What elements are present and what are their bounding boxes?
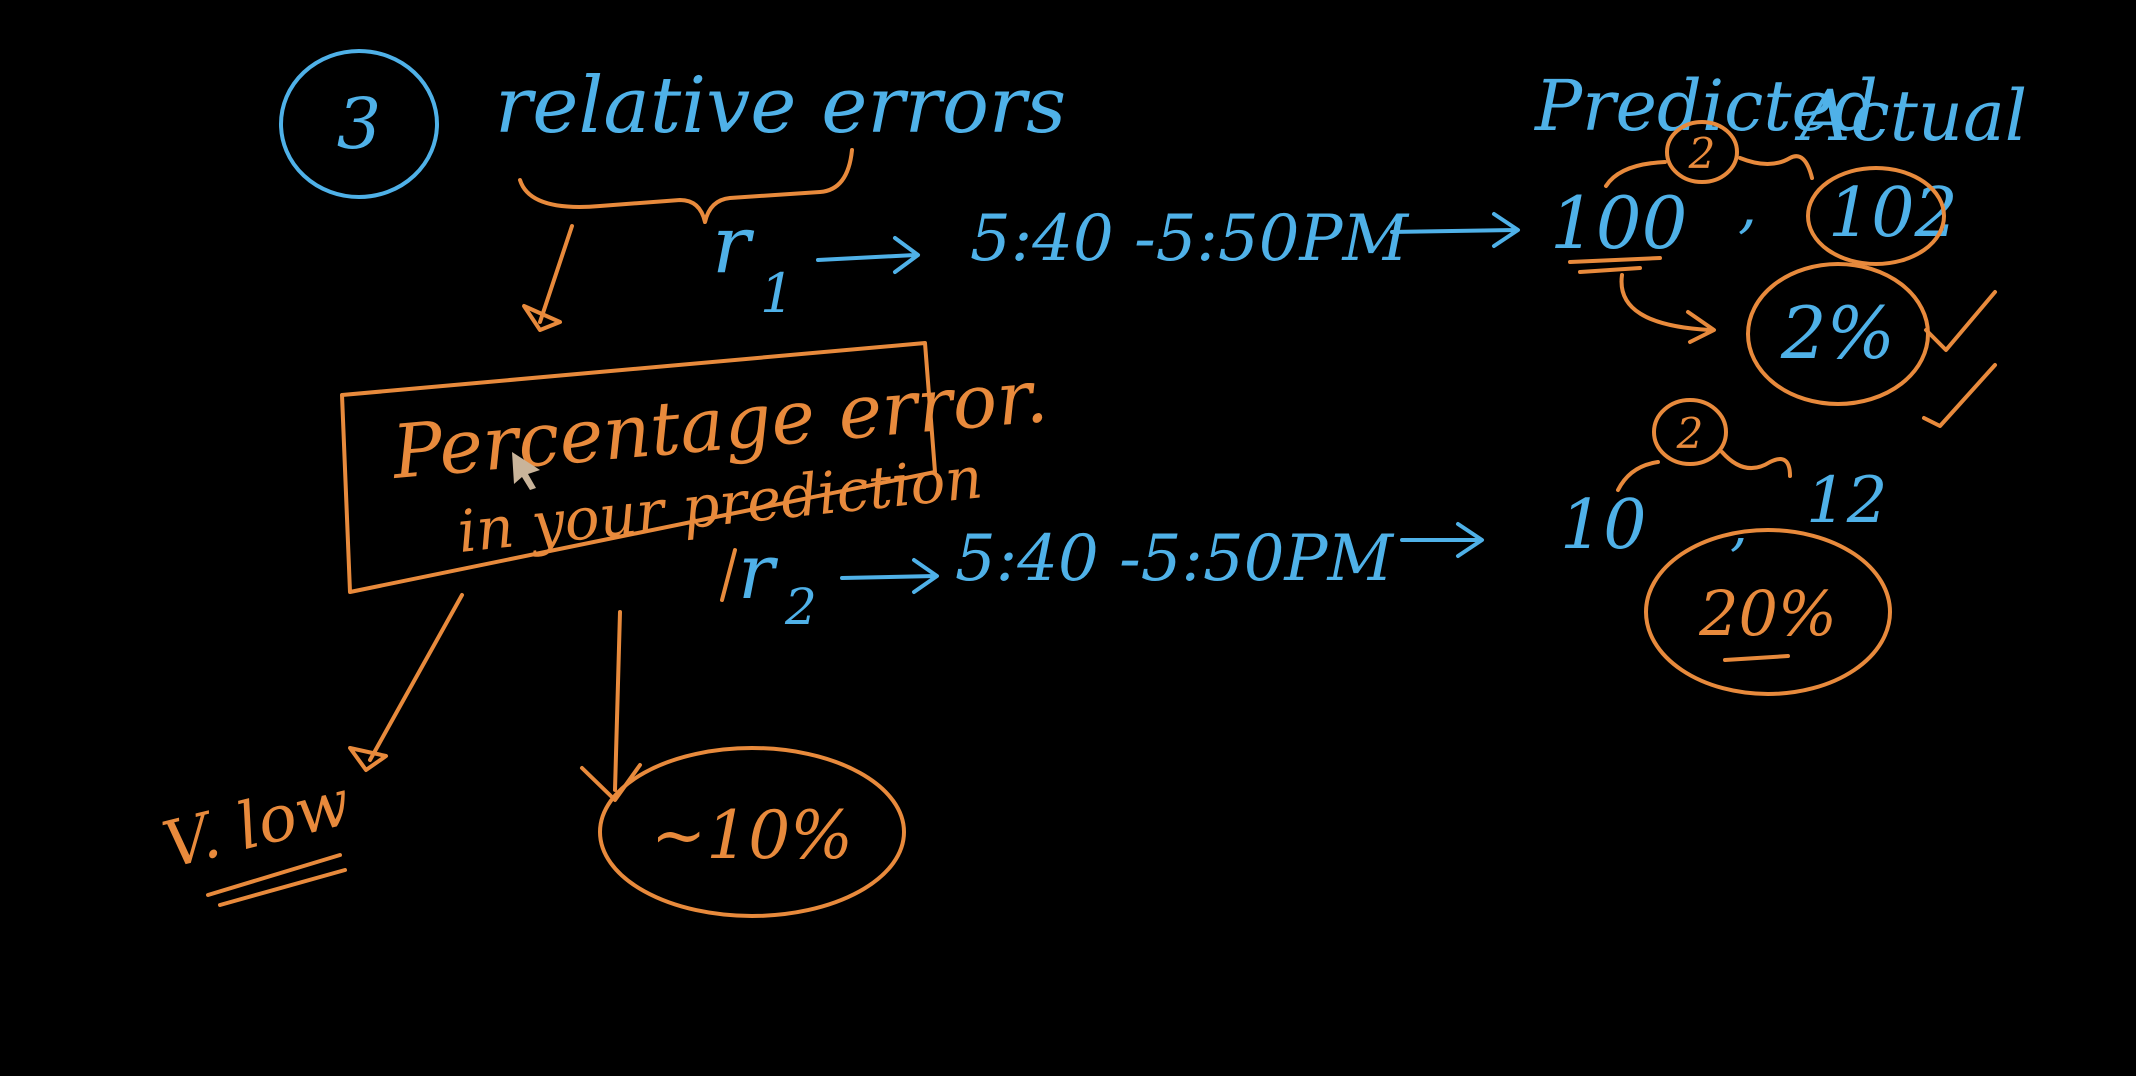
row-1-diff: 2 [1688, 129, 1716, 178]
definition-box [340, 341, 937, 594]
arrow-to-approx-head [580, 763, 642, 802]
row-1-underline [1568, 256, 1662, 274]
arrow-to-vlow [368, 593, 464, 762]
arrow-to-approx [613, 610, 622, 792]
row-1-diff-connector [1604, 154, 1814, 188]
row-2-arrow-a [840, 558, 939, 594]
row-2-diff-circle [1652, 398, 1728, 466]
row-1-subscript: 1 [760, 262, 794, 325]
header-actual: Actual [1794, 75, 2027, 157]
row-1-actual: 102 [1828, 174, 1958, 253]
row-1-diff-circle [1665, 120, 1739, 184]
number-circle [279, 49, 439, 199]
brace-arrowhead [522, 304, 562, 332]
section-title: relative errors [495, 61, 1066, 151]
row-1-separator: , [1738, 171, 1757, 241]
check-2-icon [1922, 363, 1997, 428]
row-1-label: r [712, 198, 755, 291]
row-2-label: r [738, 527, 779, 616]
check-1-icon [1924, 290, 1997, 352]
vlow-note: V. low [156, 766, 358, 884]
arrow-to-vlow-head [348, 746, 388, 772]
row-2-arrow-b [1400, 522, 1484, 558]
row-1-arrow-a [816, 236, 920, 274]
section-number: 3 [337, 83, 382, 165]
approx-value: ~10% [651, 797, 853, 874]
row-1-predicted: 100 [1550, 181, 1687, 265]
row-2-diff: 2 [1676, 409, 1704, 458]
row-1-time: 5:40 -5:50PM [970, 202, 1409, 276]
row-2-diff-connector [1616, 450, 1792, 492]
row-2-time: 5:40 -5:50PM [955, 522, 1394, 596]
row-2-bracket [720, 548, 737, 602]
row-1-arrow-b [1390, 212, 1520, 248]
approx-ellipse [598, 746, 906, 918]
row-1-percent: 2% [1780, 291, 1895, 375]
title-brace [518, 148, 854, 224]
row-2-predicted: 10 [1560, 486, 1647, 565]
header-predicted: Predicted [1533, 65, 1878, 147]
vlow-underline [206, 853, 347, 907]
row-1-percent-arrow [1619, 273, 1716, 344]
mouse-cursor-icon [512, 452, 540, 490]
brace-arrow [538, 224, 574, 324]
row-2-percent: 20% [1698, 577, 1837, 650]
row-2-actual: 12 [1806, 464, 1887, 538]
row-1-actual-circle [1806, 166, 1946, 266]
row-2-separator: , [1730, 493, 1748, 558]
row-2-subscript: 2 [784, 578, 817, 636]
row-2-percent-ellipse [1644, 528, 1892, 696]
row-2-percent-underline [1723, 654, 1790, 662]
